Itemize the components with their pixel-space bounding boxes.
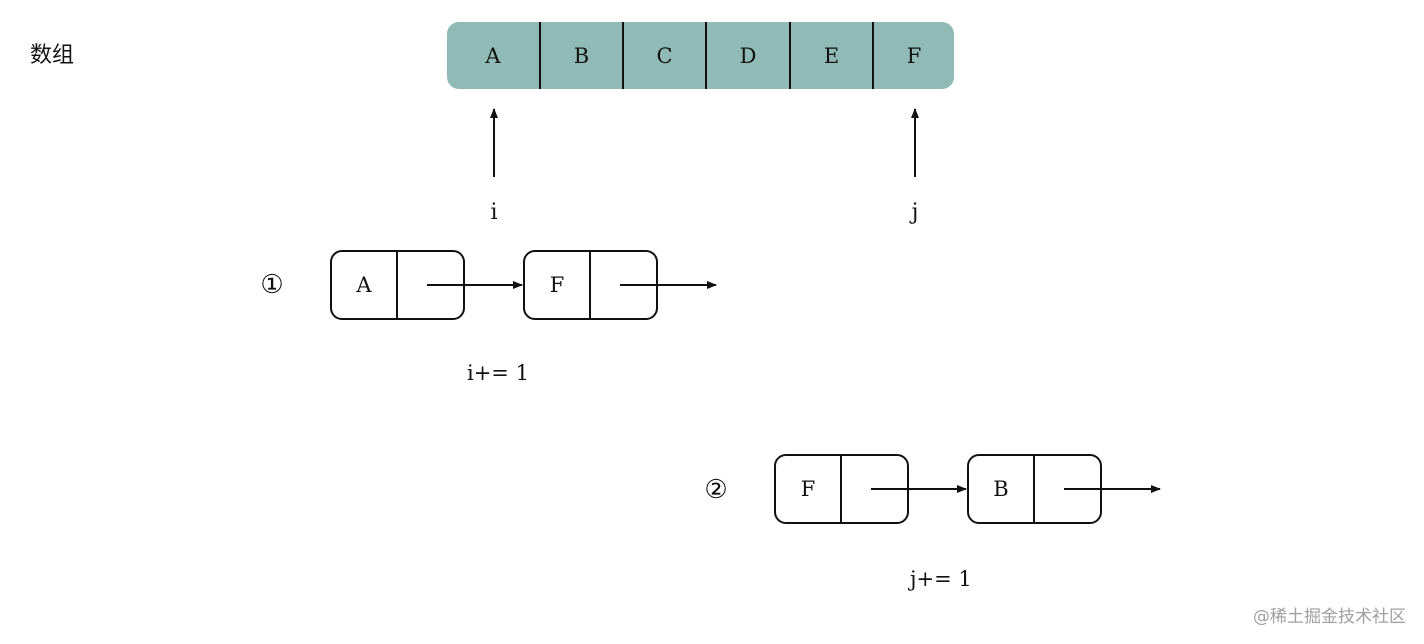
node-value: B bbox=[969, 456, 1035, 522]
array-cell: C bbox=[622, 22, 705, 89]
step-1-caption: i+= 1 bbox=[467, 361, 529, 385]
node-value: F bbox=[776, 456, 842, 522]
step-1-node-2: F bbox=[523, 250, 658, 320]
array-cell: E bbox=[789, 22, 872, 89]
step-1-marker: ① bbox=[260, 270, 284, 300]
array-cell: F bbox=[872, 22, 954, 89]
pointer-i-label: i bbox=[490, 200, 498, 225]
array-cell: A bbox=[485, 43, 501, 68]
node-value: F bbox=[525, 252, 591, 318]
step-2-node-2: B bbox=[967, 454, 1102, 524]
array-cell: B bbox=[539, 22, 622, 89]
node-next-pointer bbox=[591, 252, 656, 318]
step-1-node-1: A bbox=[330, 250, 465, 320]
pointer-j-label: j bbox=[911, 200, 919, 225]
node-next-pointer bbox=[842, 456, 907, 522]
step-2-caption: j+= 1 bbox=[910, 567, 972, 591]
array: A B C D E F bbox=[447, 22, 954, 89]
array-cell: D bbox=[705, 22, 789, 89]
node-value: A bbox=[332, 252, 398, 318]
node-next-pointer bbox=[398, 252, 463, 318]
step-2-node-1: F bbox=[774, 454, 909, 524]
watermark: @稀土掘金技术社区 bbox=[1253, 607, 1406, 627]
array-label: 数组 bbox=[30, 43, 75, 68]
node-next-pointer bbox=[1035, 456, 1100, 522]
step-2-marker: ② bbox=[704, 475, 728, 505]
